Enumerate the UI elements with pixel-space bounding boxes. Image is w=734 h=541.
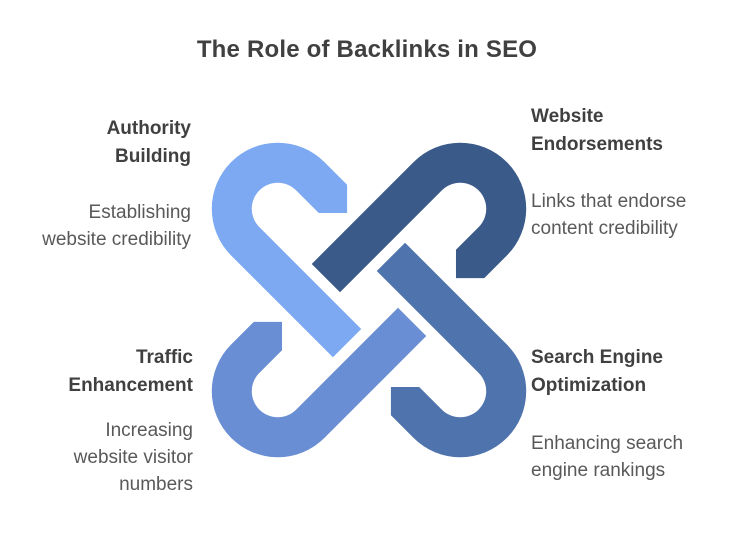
knot-loop-traffic-enhancement — [211, 307, 427, 458]
page-title: The Role of Backlinks in SEO — [196, 36, 538, 63]
knot-loop-website-endorsements — [311, 142, 527, 293]
description-authority-building: Establishing website credibility — [42, 202, 191, 250]
knot-loop-search-engine-optimization — [376, 242, 527, 458]
heading-website-endorsements: Website Endorsements — [531, 106, 663, 155]
description-website-endorsements: Links that endorse content credibility — [531, 191, 687, 239]
heading-traffic-enhancement: Traffic Enhancement — [68, 347, 193, 396]
backlinks-knot-diagram — [211, 142, 527, 458]
description-traffic-enhancement: Increasing website visitor numbers — [73, 420, 193, 495]
heading-search-engine-optimization: Search Engine Optimization — [531, 347, 663, 396]
knot-loop-authority-building — [211, 142, 362, 358]
heading-authority-building: Authority Building — [106, 118, 191, 167]
description-search-engine-optimization: Enhancing search engine rankings — [531, 433, 684, 481]
